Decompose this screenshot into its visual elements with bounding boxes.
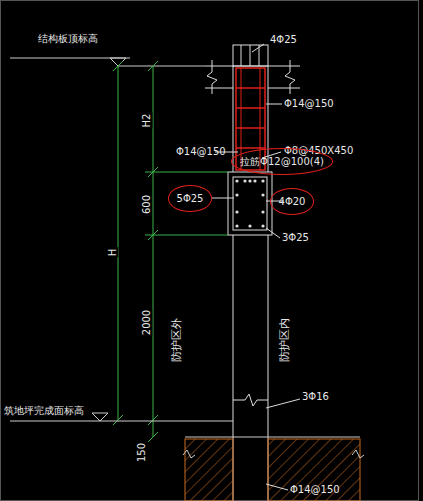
dimension-text: 150	[137, 441, 148, 462]
callout-text: 拉筋Φ12@100(4)	[240, 156, 324, 167]
callout-text: 5Φ25	[177, 193, 204, 204]
dimension-text: 2000	[141, 308, 152, 335]
annotation-label: Φ14@150	[176, 146, 226, 157]
dimension-text: 600	[142, 193, 153, 214]
dimension-text: H	[108, 247, 119, 257]
annotation-label: Φ14@150	[290, 484, 340, 495]
annotation-label: 3Φ16	[302, 391, 329, 402]
circled-callout: 5Φ25	[168, 185, 213, 212]
annotation-label: 4Φ25	[270, 34, 297, 45]
callout-text: 4Φ20	[279, 196, 306, 207]
dimension-text: 防护区外	[171, 317, 183, 363]
annotation-label: Φ8@450X450	[284, 145, 353, 156]
annotation-label: 结构板顶标高	[38, 33, 98, 44]
dimension-text: 防护区内	[279, 317, 291, 363]
circled-callout: 4Φ20	[270, 188, 315, 215]
circled-callout: 拉筋Φ12@100(4)	[231, 148, 333, 175]
dimension-text: H2	[141, 112, 152, 128]
annotation-label: Φ14@150	[284, 98, 334, 109]
annotation-label: 筑地坪完成面标高	[4, 405, 84, 416]
annotation-label: 3Φ25	[282, 232, 309, 243]
